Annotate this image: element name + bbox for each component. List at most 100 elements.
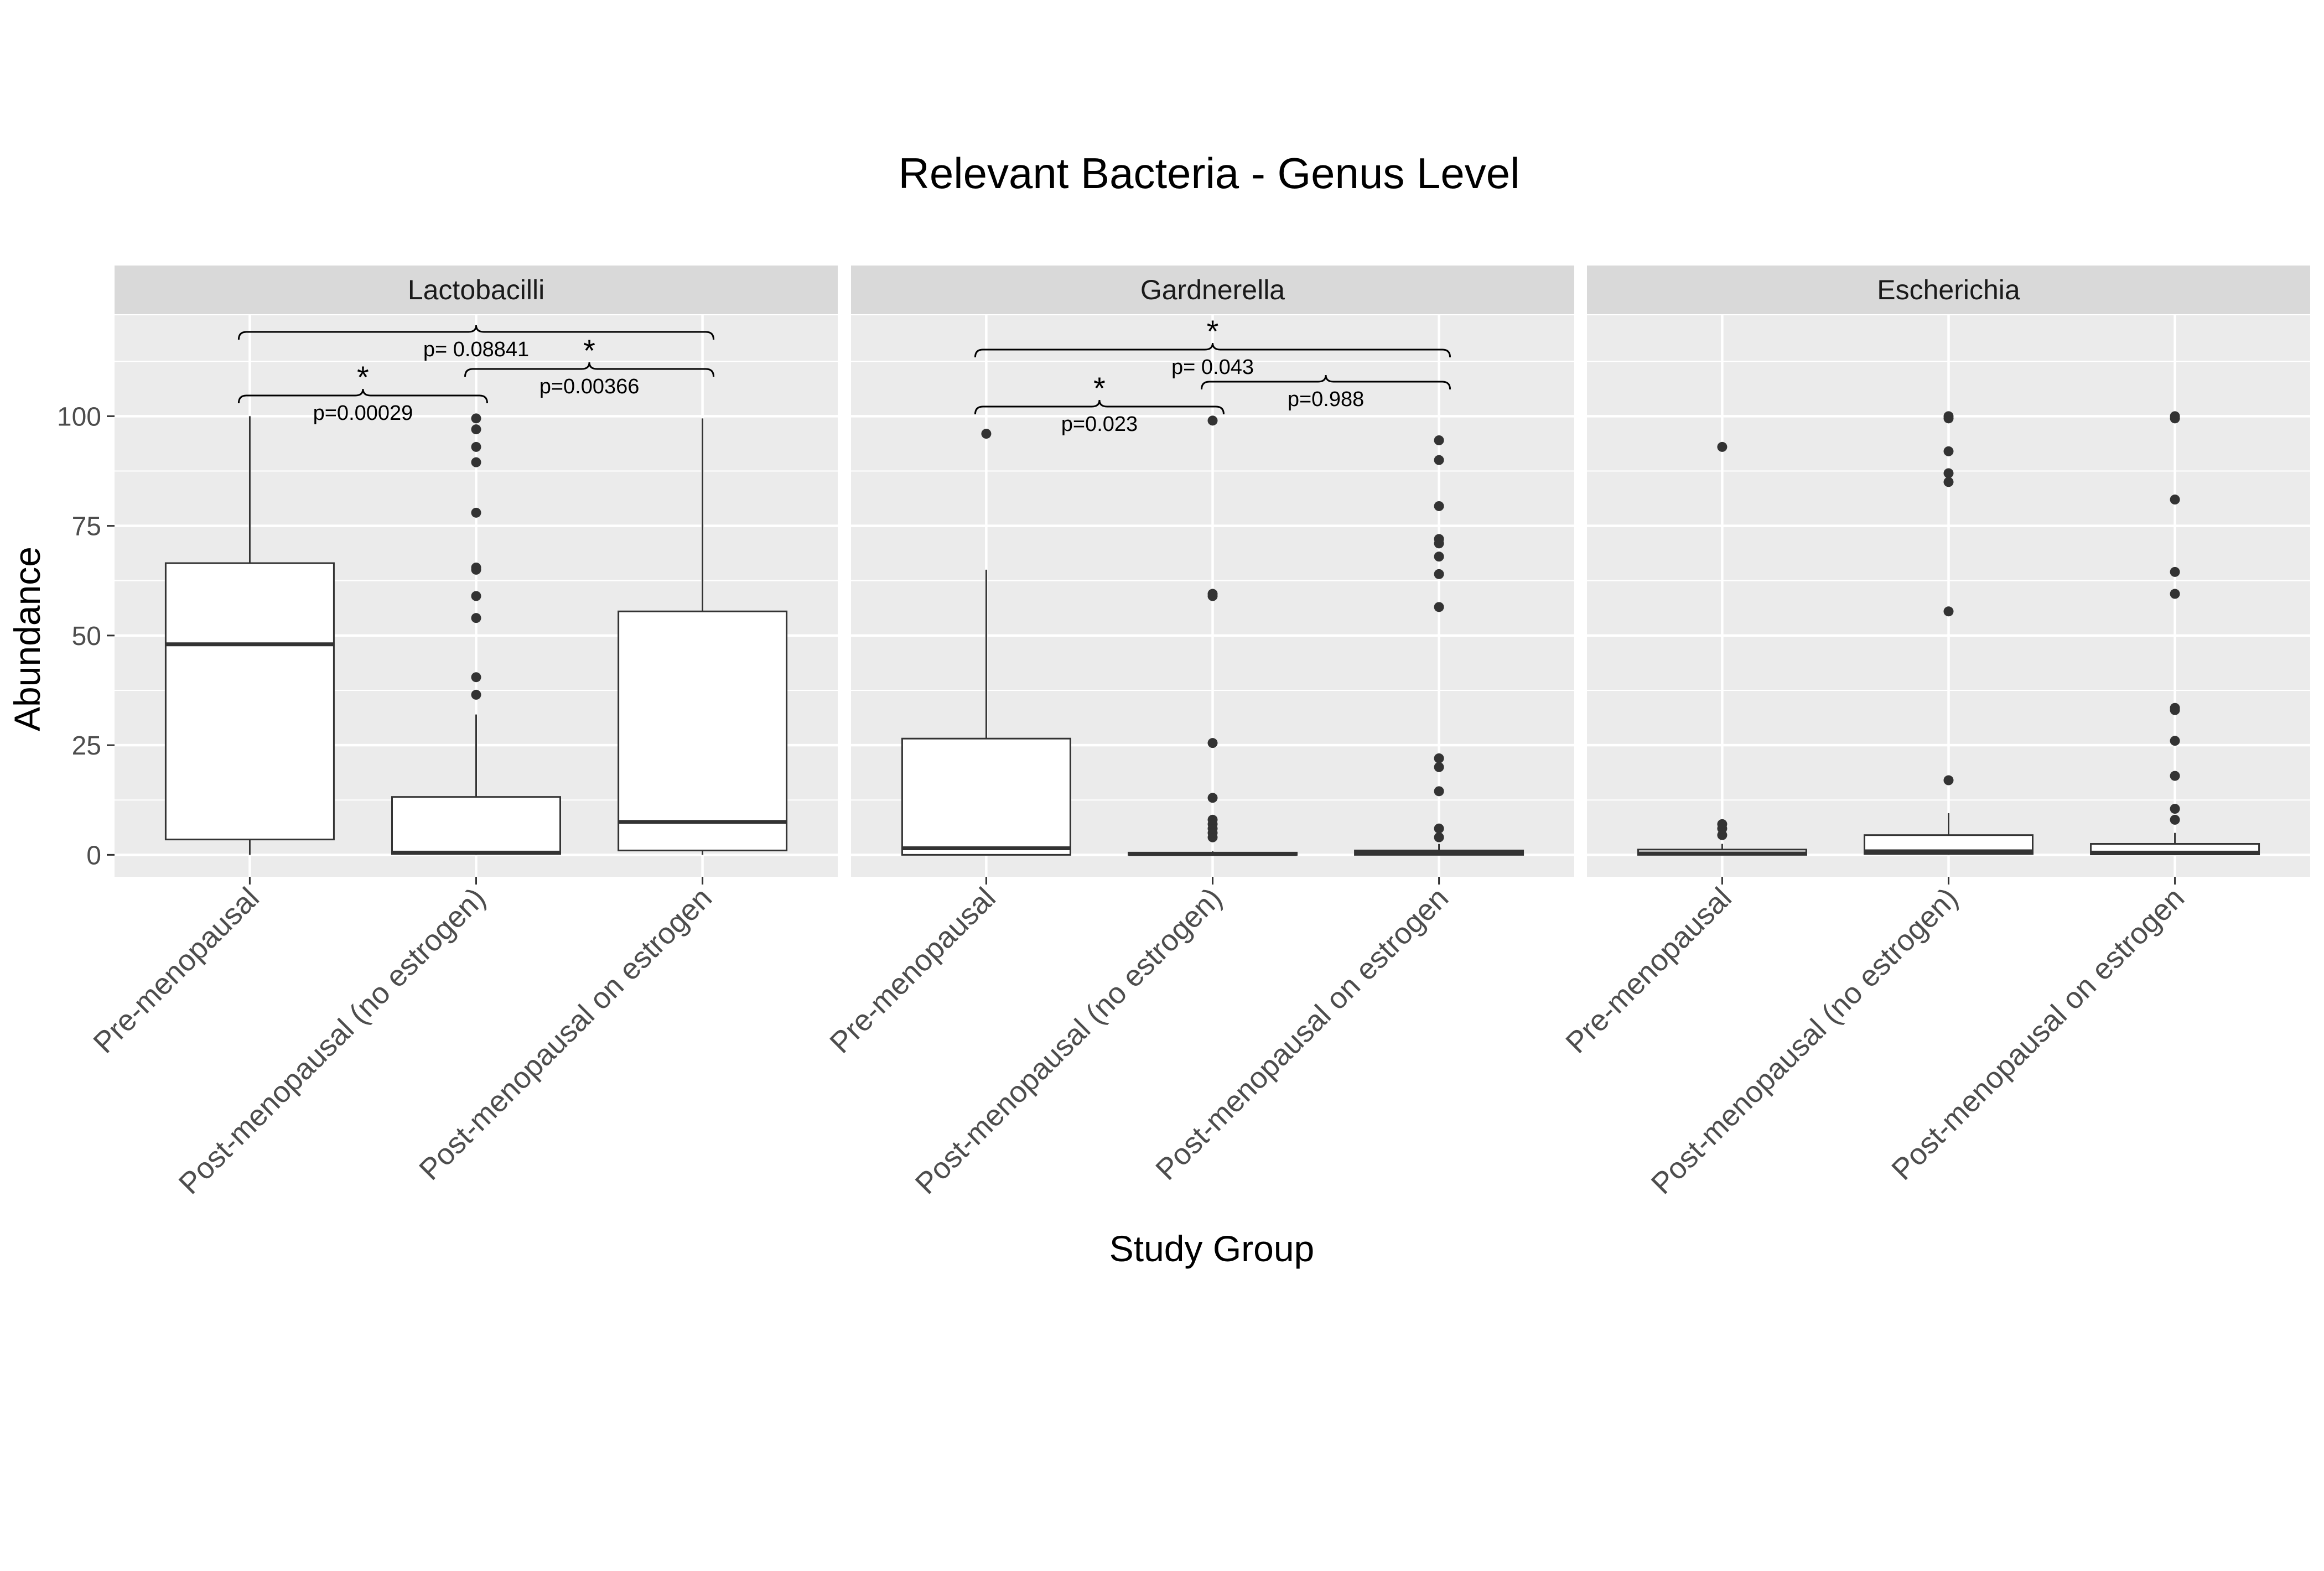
outlier-point <box>1943 775 1954 786</box>
facet-panel-escherichia: EscherichiaPre-menopausalPost-menopausal… <box>1559 266 2310 1200</box>
outlier-point <box>1717 441 1728 452</box>
outlier-point <box>1943 468 1954 478</box>
significance-star: * <box>357 360 369 394</box>
facet-panels: Lactobacilli0255075100Pre-menopausalPost… <box>57 266 2310 1200</box>
outlier-point <box>2170 736 2180 746</box>
outlier-point <box>1434 569 1444 579</box>
outlier-point <box>471 441 481 452</box>
outlier-point <box>1943 606 1954 617</box>
outlier-point <box>471 591 481 601</box>
box-gardnerella-3 <box>1354 435 1524 856</box>
p-value-label: p=0.00366 <box>540 375 640 398</box>
bracket-line <box>237 388 488 404</box>
outlier-point <box>471 507 481 518</box>
outlier-point <box>2170 814 2180 825</box>
outlier-point <box>1434 753 1444 763</box>
box-iqr <box>901 737 1071 856</box>
outlier-point <box>1207 415 1218 426</box>
outlier-point <box>981 429 992 439</box>
outlier-point <box>1434 534 1444 544</box>
p-value-label: p= 0.08841 <box>423 338 529 361</box>
significance-bracket: p=0.00029 * <box>237 360 488 425</box>
outlier-point <box>471 424 481 435</box>
outlier-point <box>2170 804 2180 814</box>
outlier-point <box>2170 771 2180 781</box>
outlier-point <box>1207 814 1218 825</box>
facet-label: Gardnerella <box>1140 274 1285 305</box>
facet-panel-gardnerella: GardnerellaPre-menopausalPost-menopausal… <box>823 266 1574 1200</box>
significance-star: * <box>583 333 595 368</box>
significance-bracket: p= 0.043 * <box>974 314 1451 379</box>
facet-strip <box>115 266 838 314</box>
significance-bracket: p=0.023 * <box>974 371 1225 436</box>
x-axis-title: Study Group <box>1109 1228 1315 1269</box>
outlier-point <box>1434 435 1444 445</box>
outlier-point <box>1434 501 1444 511</box>
outlier-point <box>1943 446 1954 456</box>
outlier-point <box>1207 738 1218 748</box>
box-iqr <box>164 562 335 841</box>
x-tick-label: Pre-menopausal <box>87 881 266 1060</box>
outlier-point <box>2170 495 2180 505</box>
x-tick-label: Pre-menopausal <box>823 881 1002 1060</box>
p-value-label: p=0.988 <box>1288 388 1364 411</box>
box-lactobacilli-3 <box>618 418 788 855</box>
box-iqr <box>391 796 561 855</box>
significance-star: * <box>1207 314 1219 348</box>
facet-panel-lactobacilli: Lactobacilli0255075100Pre-menopausalPost… <box>57 266 838 1200</box>
outlier-point <box>471 672 481 683</box>
box-escherichia-1 <box>1637 441 1807 856</box>
significance-bracket: p= 0.08841 <box>237 325 715 361</box>
outlier-point <box>1717 819 1728 829</box>
outlier-point <box>471 457 481 467</box>
box-gardnerella-2 <box>1128 415 1298 856</box>
significance-bracket: p=0.00366 * <box>464 333 715 398</box>
facet-strip <box>851 266 1574 314</box>
outlier-point <box>471 562 481 573</box>
outlier-point <box>1434 823 1444 834</box>
significance-star: * <box>1093 371 1106 405</box>
x-tick-label: Pre-menopausal <box>1559 881 1738 1060</box>
y-tick-label: 50 <box>72 622 101 651</box>
bracket-line <box>1201 374 1451 390</box>
y-tick-label: 75 <box>72 512 101 542</box>
outlier-point <box>1434 832 1444 842</box>
outlier-point <box>1943 411 1954 422</box>
outlier-point <box>2170 589 2180 599</box>
p-value-label: p=0.023 <box>1061 413 1138 436</box>
p-value-label: p=0.00029 <box>313 402 413 425</box>
outlier-point <box>1434 552 1444 562</box>
outlier-point <box>1434 602 1444 612</box>
y-tick-label: 25 <box>72 731 101 761</box>
outlier-point <box>1434 762 1444 772</box>
facet-strip <box>1587 266 2310 314</box>
bracket-line <box>464 362 715 377</box>
box-escherichia-2 <box>1864 411 2034 855</box>
outlier-point <box>1434 455 1444 465</box>
outlier-point <box>2170 566 2180 577</box>
outlier-point <box>471 689 481 700</box>
chart-title: Relevant Bacteria - Genus Level <box>899 149 1520 197</box>
outlier-point <box>1943 477 1954 487</box>
box-iqr <box>618 610 788 851</box>
facet-label: Lactobacilli <box>408 274 544 305</box>
y-tick-label: 0 <box>86 841 101 870</box>
y-axis-title: Abundance <box>7 547 48 731</box>
y-tick-label: 100 <box>57 402 101 431</box>
box-lactobacilli-2 <box>391 413 561 855</box>
significance-bracket: p=0.988 <box>1201 374 1451 411</box>
outlier-point <box>1434 786 1444 797</box>
p-value-label: p= 0.043 <box>1171 356 1254 379</box>
box-escherichia-3 <box>2090 411 2260 856</box>
bracket-line <box>974 342 1451 358</box>
bracket-line <box>237 325 715 340</box>
outlier-point <box>1207 793 1218 803</box>
outlier-point <box>2170 703 2180 713</box>
bracket-line <box>974 399 1225 415</box>
outlier-point <box>471 613 481 623</box>
outlier-point <box>2170 411 2180 422</box>
facet-label: Escherichia <box>1877 274 2020 305</box>
box-lactobacilli-1 <box>164 416 335 855</box>
